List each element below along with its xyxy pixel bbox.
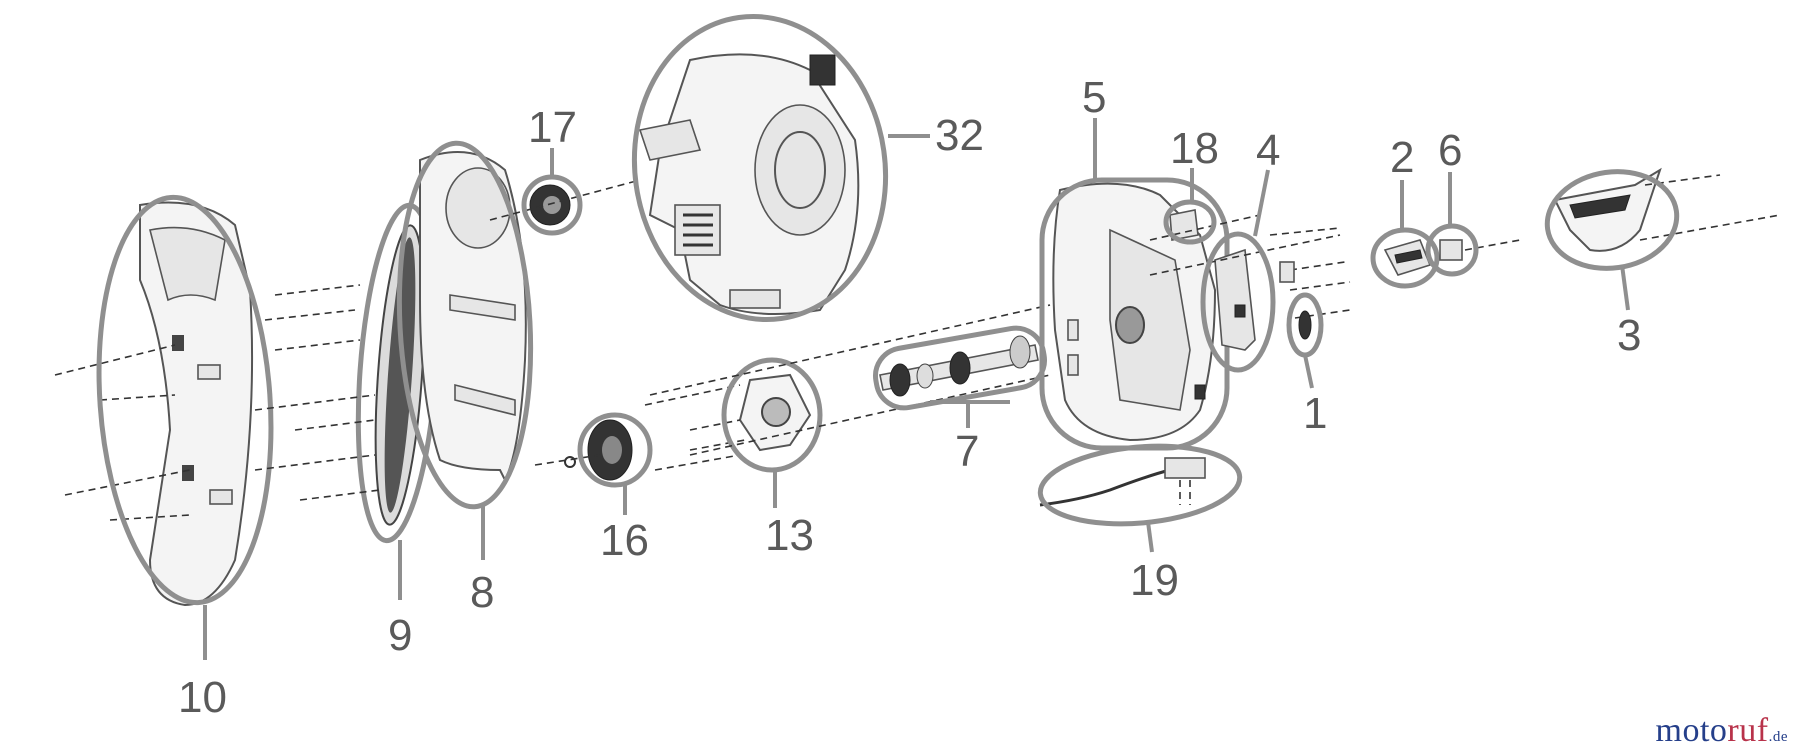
part-10-outer-cover: [54, 201, 254, 607]
watermark-part2: ruf: [1727, 712, 1769, 749]
shaft-line-lower: [689, 374, 1051, 456]
part-3-latch: [1553, 167, 1781, 252]
part-label-3: 3: [1617, 311, 1641, 360]
shaft-line-upper: [649, 304, 1051, 396]
part-8-ring: [396, 140, 534, 510]
part-label-6: 6: [1438, 126, 1462, 175]
part-label-32: 32: [935, 111, 984, 160]
part-2-bracket: [1383, 239, 1432, 276]
part-3-ring: [1544, 169, 1680, 271]
part-4-leader: [1253, 169, 1270, 237]
part-16-pulley: [534, 419, 633, 481]
part-19-leader: [1146, 521, 1154, 553]
part-label-19: 19: [1130, 556, 1179, 605]
watermark-part3: .de: [1768, 729, 1788, 745]
part-4-ring: [1200, 231, 1276, 373]
part-2-ring: [1370, 227, 1440, 289]
part-13-mount: [644, 373, 812, 471]
part-7-axle: [879, 335, 1039, 397]
part-6-block: [1439, 239, 1521, 261]
part-label-7: 7: [955, 427, 979, 476]
part-8-plate: [419, 151, 527, 483]
label-thirteen-visible: 13: [765, 511, 814, 560]
part-32-ring: [631, 13, 889, 323]
part-label-17: 17: [528, 103, 577, 152]
part-9-gasket: [374, 224, 426, 526]
screws-left: [254, 284, 381, 501]
part-5-housing: [1052, 182, 1217, 442]
part-19-ring: [1037, 443, 1243, 527]
part-label-16: 16: [600, 516, 649, 565]
part-1-leader: [1303, 354, 1314, 389]
part-13-ring: [721, 357, 823, 473]
part-label-18: 18: [1170, 124, 1219, 173]
part-label-2: 2: [1390, 133, 1414, 182]
part-1-clip: [1298, 310, 1312, 340]
part-4-plate: [1149, 234, 1341, 351]
part-label-9: 9: [388, 611, 412, 660]
part-16-ring: [577, 412, 653, 488]
part-label-10: 10: [178, 673, 227, 722]
part-label-1: 1: [1303, 389, 1327, 438]
part-7-leader: [930, 400, 1010, 428]
watermark-part1: moto: [1655, 712, 1728, 749]
part-10-ring: [96, 194, 274, 606]
screws-center: [1269, 227, 1351, 319]
part-label-5: 5: [1082, 73, 1106, 122]
part-32-engine: [638, 53, 860, 315]
part-label-4: 4: [1256, 126, 1280, 175]
part-3-leader: [1620, 264, 1630, 311]
watermark-logo: motoruf.de: [1656, 712, 1788, 750]
part-17-pulley: [489, 179, 641, 226]
part-label-8: 8: [470, 568, 494, 617]
part-19-cable: [1039, 457, 1206, 507]
